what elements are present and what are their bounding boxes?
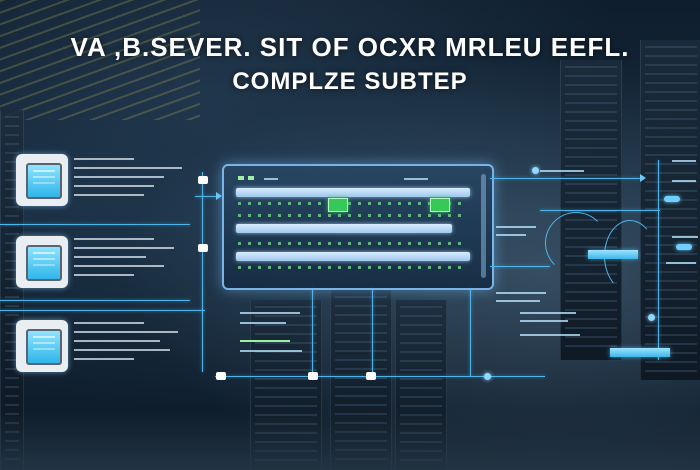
panel-row — [238, 202, 466, 205]
panel-text — [404, 178, 428, 180]
info-text-line — [520, 312, 576, 314]
device-1-text — [74, 158, 189, 203]
info-text-line — [496, 292, 546, 294]
panel-bar-2 — [236, 224, 452, 233]
device-card-1 — [16, 154, 68, 206]
info-text-line — [496, 234, 526, 236]
headline-subtitle: COMPLZE SUBTEP — [232, 68, 468, 95]
device-card-3 — [16, 320, 68, 372]
status-led — [238, 176, 244, 180]
info-text-line — [240, 340, 290, 342]
status-pill — [676, 244, 692, 250]
connector-node — [216, 372, 226, 380]
status-pill — [664, 196, 680, 202]
monitor-icon — [26, 245, 62, 281]
panel-bar-1 — [236, 188, 470, 197]
panel-row — [238, 214, 466, 217]
connector-line — [0, 300, 190, 301]
status-chip — [328, 198, 348, 212]
info-text-line — [540, 170, 584, 172]
panel-text — [264, 178, 278, 180]
background-cables — [0, 0, 200, 120]
connector-node — [366, 372, 376, 380]
monitor-icon — [26, 329, 62, 365]
monitor-icon — [26, 163, 62, 199]
panel-row — [238, 242, 466, 245]
panel-bar-3 — [236, 252, 470, 261]
info-text-line — [672, 236, 698, 238]
info-text-line — [240, 322, 286, 324]
dashboard-panel — [222, 164, 494, 290]
info-text-line — [240, 312, 300, 314]
status-chip — [430, 198, 450, 212]
connector-line — [0, 224, 190, 225]
connector-line — [490, 266, 550, 267]
connector-line — [0, 310, 205, 311]
headline-title: VA ,B.SEVER. SIT OF OCXR MRLEU EEFL. — [70, 32, 630, 62]
connector-line — [372, 286, 373, 376]
info-text-line — [672, 160, 696, 162]
info-text-line — [520, 334, 580, 336]
connector-dot — [484, 373, 491, 380]
connector-line — [490, 178, 640, 179]
arrow-right-icon — [216, 192, 222, 200]
info-text-line — [666, 262, 696, 264]
connector-line — [470, 286, 471, 376]
device-card-2 — [16, 236, 68, 288]
connector-line — [540, 210, 660, 211]
info-text-line — [520, 320, 568, 322]
connector-dot — [648, 314, 655, 321]
connector-line — [215, 376, 545, 377]
status-led — [248, 176, 254, 180]
arrow-right-icon — [640, 174, 646, 182]
panel-scrollbar — [481, 174, 486, 278]
info-text-line — [672, 180, 696, 182]
status-bar — [610, 348, 670, 357]
connector-line — [195, 196, 221, 197]
panel-row — [238, 266, 466, 269]
connector-node — [198, 176, 208, 184]
info-text-line — [240, 350, 302, 352]
connector-node — [198, 244, 208, 252]
floor — [0, 410, 700, 470]
connector-dot — [532, 167, 539, 174]
info-text-line — [496, 226, 536, 228]
connector-line — [312, 286, 313, 376]
device-2-text — [74, 238, 189, 283]
connector-line — [202, 172, 203, 372]
status-bar — [588, 250, 638, 259]
device-3-text — [74, 322, 189, 367]
connector-line — [658, 160, 659, 360]
connector-node — [308, 372, 318, 380]
info-text-line — [496, 300, 540, 302]
connector-arc — [545, 212, 607, 274]
